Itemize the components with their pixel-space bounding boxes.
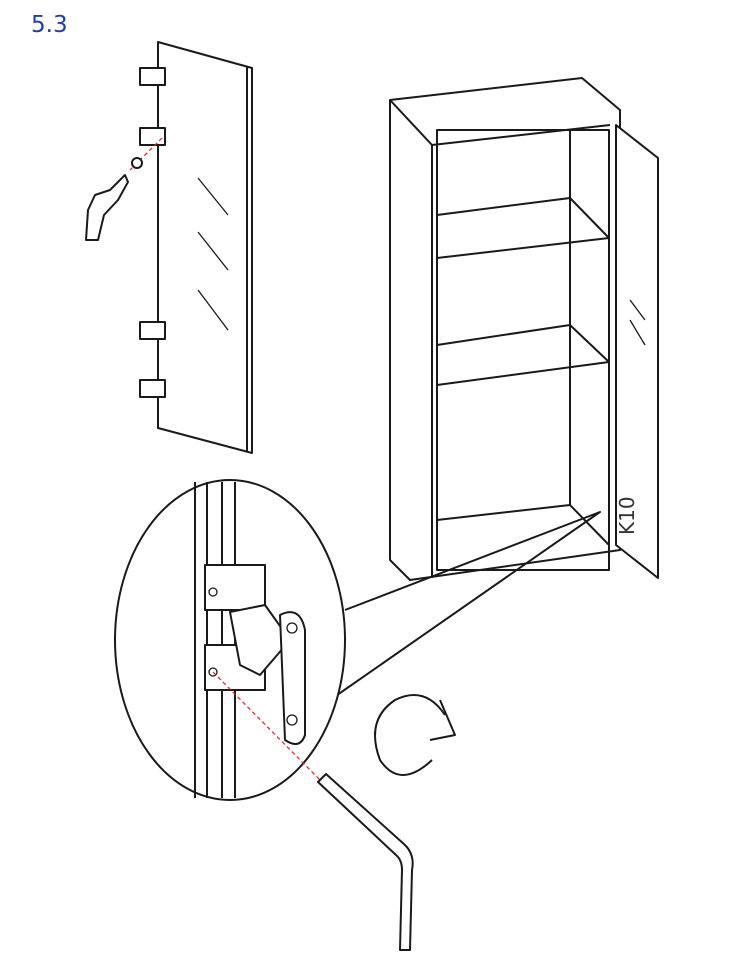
hinge [139, 67, 166, 398]
rotate-arrow-icon [374, 694, 456, 776]
screwdriver [85, 137, 163, 241]
allen-key [317, 773, 414, 951]
part-label: K10 [615, 496, 639, 535]
step-number: 5.3 [31, 12, 68, 38]
cabinet: K10 [389, 77, 659, 581]
detail-magnifier [114, 479, 601, 801]
door-panel [157, 41, 253, 454]
